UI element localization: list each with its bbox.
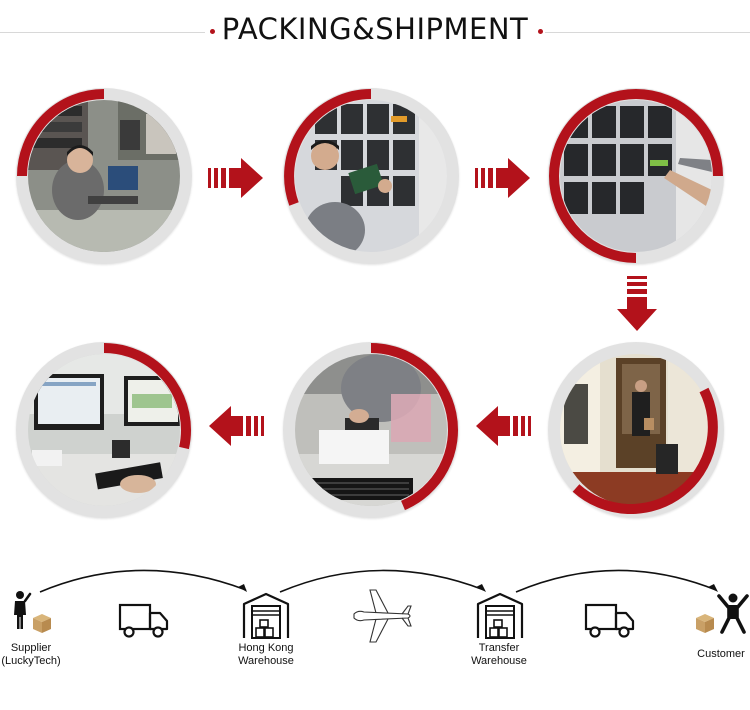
hong-kong-warehouse-label: Hong Kong Warehouse [225,642,307,668]
warehouse-icon [242,592,290,639]
supplier-label: Supplier (LuckyTech) [0,642,62,668]
progress-ring [103,343,191,450]
hk-label-line1: Hong Kong [238,642,294,654]
progress-ring [284,89,372,206]
customer-label: Customer [697,648,745,660]
photo-frame-5 [283,342,459,518]
airplane-icon [353,589,412,643]
photo-testing-panels [295,100,447,252]
photo-frame-4 [548,342,724,518]
header-divider-left [0,32,205,33]
transfer-warehouse-label: Transfer Warehouse [458,642,540,668]
flow-arrow-left-2 [209,406,264,446]
truck-icon [118,603,169,638]
truck-icon [584,603,635,638]
celebrating-person-icon [717,593,749,634]
flow-arrow-left-1 [476,406,531,446]
transfer-label-line2: Warehouse [471,655,527,667]
header-dot-left [210,29,215,34]
header-divider-right [545,32,750,33]
photo-frame-1 [16,88,192,264]
progress-ring [17,89,105,177]
box-icon [696,614,714,633]
flow-arrow-right-2 [475,158,530,198]
page-title: PACKING&SHIPMENT [221,12,529,46]
supplier-label-line1: Supplier [10,642,52,654]
shipment-route-arcs [39,569,718,593]
photo-frame-6 [16,342,192,518]
flow-arrow-right-1 [208,158,263,198]
flow-arrow-down [617,276,657,331]
photo-frame-3 [548,88,724,264]
photo-frame-2 [283,88,459,264]
box-icon [33,614,51,633]
transfer-label-line1: Transfer [478,642,520,654]
progress-ring [370,343,458,511]
supplier-label-line2: (LuckyTech) [1,655,61,667]
warehouse-icon [476,592,524,639]
progress-ring [549,89,723,263]
progress-ring [572,387,718,515]
person-icon [14,591,32,629]
photo-configuring-panel [560,100,712,252]
hk-label-line2: Warehouse [238,655,294,667]
header-dot-right [538,29,543,34]
